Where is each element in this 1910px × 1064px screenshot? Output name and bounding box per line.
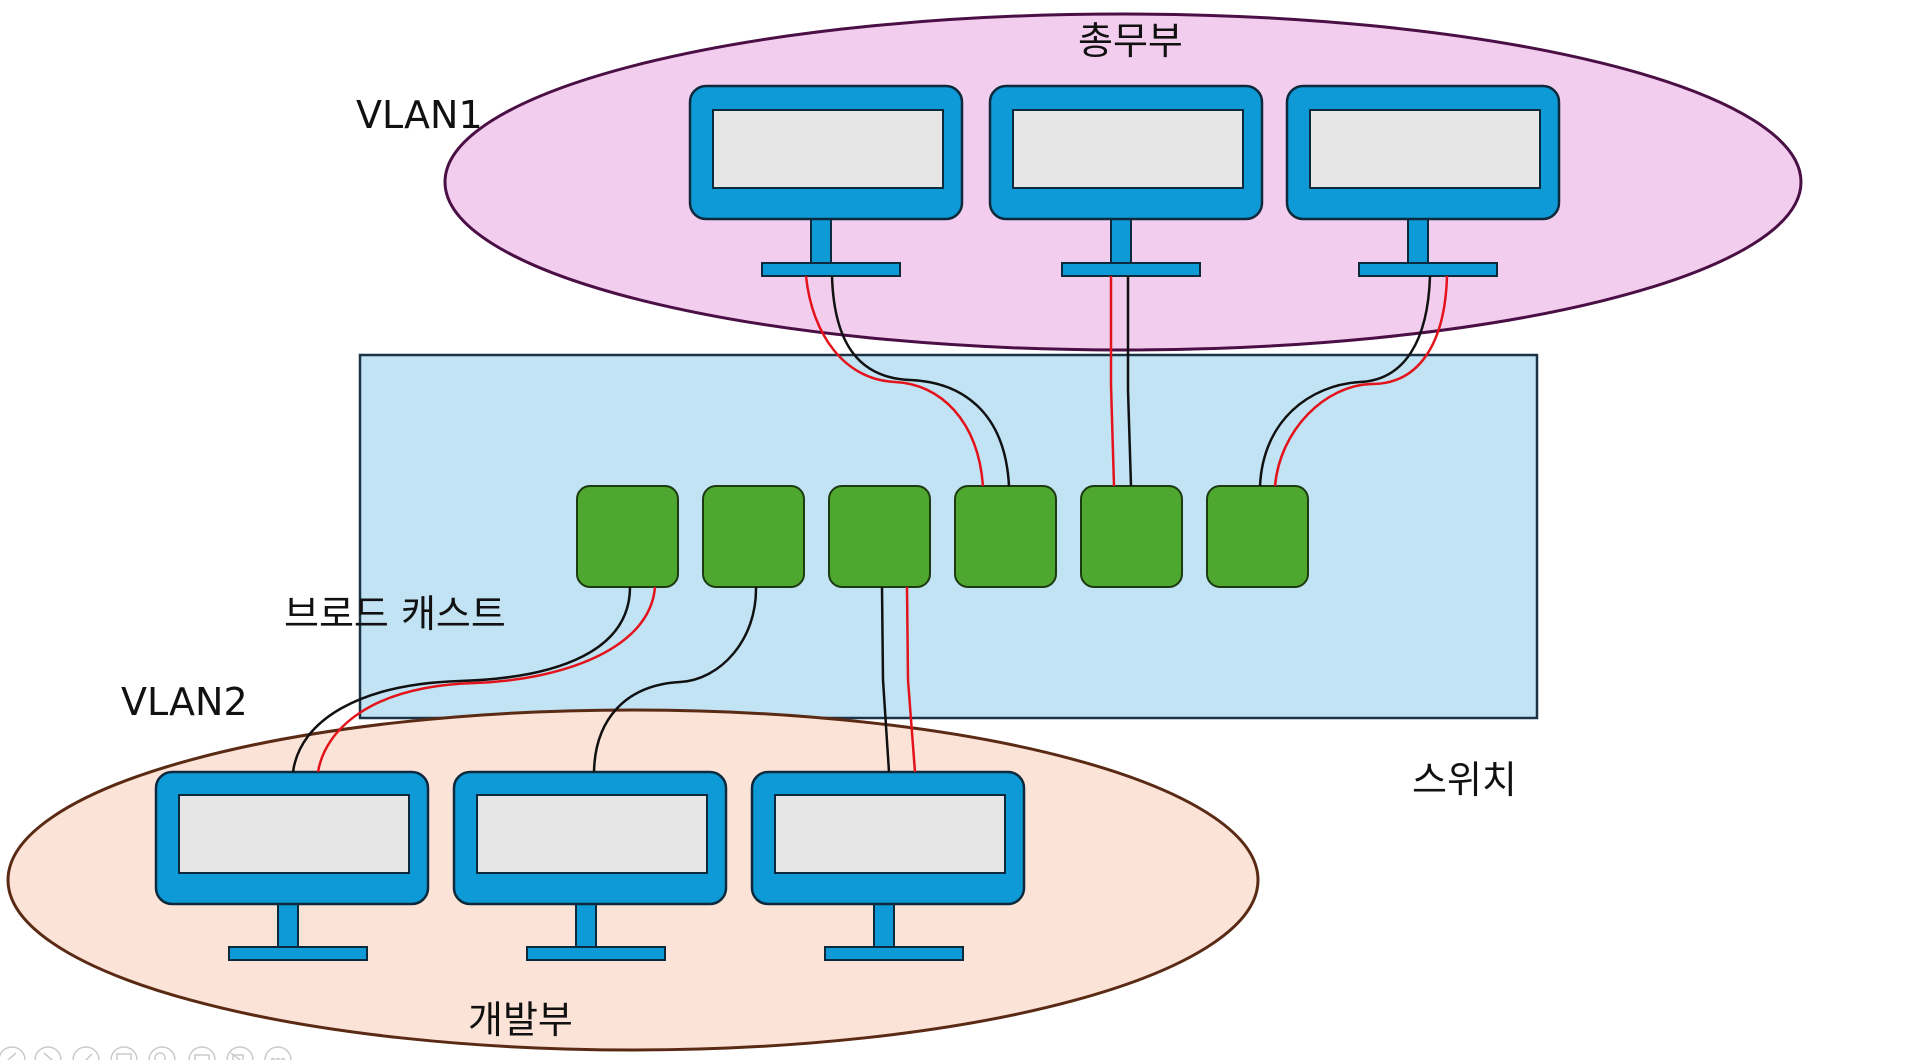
cable-red-pc3-port6	[1273, 275, 1449, 487]
pc-monitor-vlan2-2	[452, 770, 728, 961]
cables-vlan1	[804, 275, 1449, 487]
cable-red-port3-pc3	[905, 586, 917, 773]
department-label-bottom: 개발부	[468, 998, 573, 1042]
switch-port-3	[828, 485, 931, 588]
slides-icon[interactable]	[110, 1046, 138, 1064]
subtitle-icon[interactable]	[188, 1046, 216, 1064]
switch-port-1	[576, 485, 679, 588]
cable-red-pc2-port5	[1109, 276, 1116, 487]
cable-black-pc3-port6	[1258, 275, 1432, 487]
switch-port-6	[1206, 485, 1309, 588]
cable-black-pc2-port5	[1126, 276, 1133, 487]
pc-monitor-vlan2-3	[750, 770, 1026, 961]
switch-port-2	[702, 485, 805, 588]
pc-monitor-vlan2-1	[154, 770, 430, 961]
camera-off-icon[interactable]	[226, 1046, 254, 1064]
vlan2-label: VLAN2	[121, 680, 248, 724]
broadcast-label: 브로드 캐스트	[284, 592, 506, 636]
pen-icon[interactable]	[72, 1046, 100, 1064]
cable-black-pc1-port4	[830, 275, 1011, 487]
cable-red-pc1-port4	[804, 275, 985, 487]
cable-black-port3-pc3	[880, 586, 891, 773]
vlan1-label: VLAN1	[356, 93, 483, 137]
pc-monitor-vlan1-2	[988, 84, 1264, 277]
pc-monitor-vlan1-3	[1285, 84, 1561, 277]
cable-red-port1-pc1	[316, 586, 657, 773]
cables-vlan2	[291, 586, 917, 773]
zoom-icon[interactable]	[148, 1046, 176, 1064]
switch-box	[358, 353, 1539, 720]
pc-monitor-vlan1-1	[688, 84, 964, 277]
switch-port-5	[1080, 485, 1183, 588]
slide-controls	[0, 1046, 292, 1064]
switch-label: 스위치	[1412, 758, 1517, 802]
prev-icon[interactable]	[0, 1046, 26, 1064]
department-label-top: 총무부	[1078, 19, 1183, 63]
cable-black-port2-pc2	[592, 586, 758, 773]
more-icon[interactable]	[264, 1046, 292, 1064]
cable-black-port1-pc1	[291, 586, 632, 773]
switch-port-4	[954, 485, 1057, 588]
next-icon[interactable]	[34, 1046, 62, 1064]
